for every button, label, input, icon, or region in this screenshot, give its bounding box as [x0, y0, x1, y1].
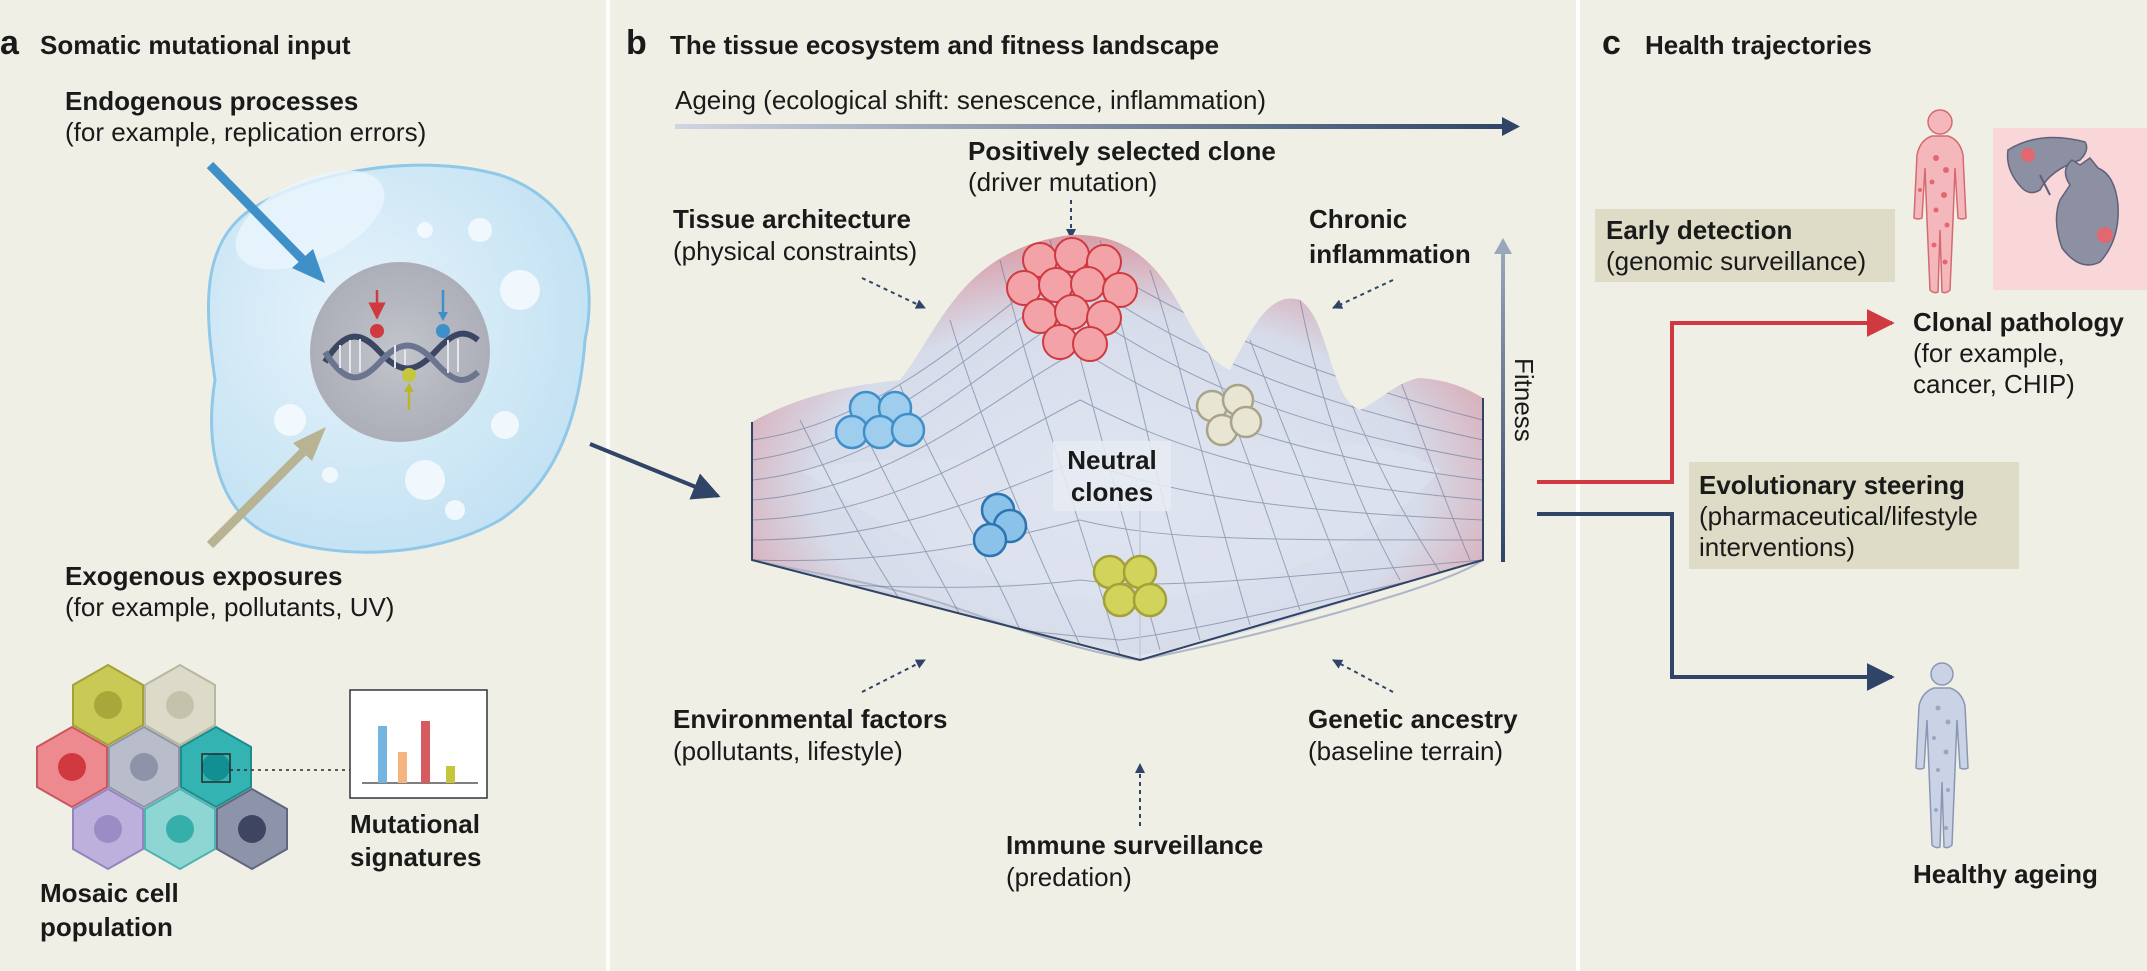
- neutral-clones-line-2: clones: [1071, 477, 1153, 507]
- exogenous-arrowhead: [293, 427, 326, 461]
- signature-bar-3: [421, 721, 430, 783]
- genetic-ancestry-subtitle: (baseline terrain): [1308, 736, 1503, 766]
- endogenous-subtitle: (for example, replication errors): [65, 117, 426, 147]
- evolutionary-steering-box: [1689, 462, 2019, 569]
- vesicle-1: [500, 270, 540, 310]
- blue-clone-cluster-center: [972, 492, 1028, 558]
- mosaic-line-2: population: [40, 912, 173, 942]
- panel-b-title: The tissue ecosystem and fitness landsca…: [670, 30, 1219, 60]
- tissue-architecture-title: Tissue architecture: [673, 204, 911, 234]
- genetic-ancestry-pointer: [1332, 659, 1394, 693]
- environmental-pointer: [861, 659, 926, 693]
- hex-cell-yellow: [72, 663, 144, 747]
- panel-a-title: Somatic mutational input: [40, 30, 351, 60]
- signatures-line-2: signatures: [350, 842, 482, 872]
- endogenous-title: Endogenous processes: [65, 86, 358, 116]
- tissue-architecture-subtitle: (physical constraints): [673, 236, 917, 266]
- healthy-ageing-label: Healthy ageing: [1913, 859, 2098, 889]
- evolutionary-steering-sub-1: (pharmaceutical/lifestyle: [1699, 501, 1978, 531]
- signature-bar-2: [398, 752, 407, 783]
- fitness-axis-arrowhead: [1494, 238, 1512, 254]
- hex-cell-red: [36, 725, 108, 809]
- tissue-architecture-pointer: [861, 277, 926, 309]
- clonal-pathology-sub-2: cancer, CHIP): [1913, 369, 2075, 399]
- chronic-inflammation-line-2: inflammation: [1309, 239, 1471, 269]
- signature-bar-1: [378, 726, 387, 783]
- clonal-pathology-sub-1: (for example,: [1913, 338, 2065, 368]
- ageing-arrowhead: [1502, 117, 1520, 136]
- mosaic-line-1: Mosaic cell: [40, 878, 179, 908]
- hex-cell-cyan: [144, 787, 216, 871]
- panel-a-letter: a: [0, 24, 20, 62]
- neutral-clones-label-bg: [1053, 441, 1171, 511]
- positive-clone-subtitle: (driver mutation): [968, 167, 1157, 197]
- chronic-inflammation-line-1: Chronic: [1309, 204, 1407, 234]
- signatures-line-1: Mutational: [350, 809, 480, 839]
- chronic-inflammation-pointer: [1332, 279, 1394, 309]
- nucleus: [310, 262, 490, 442]
- positive-clone-title: Positively selected clone: [968, 136, 1276, 166]
- hex-cell-cream: [144, 663, 216, 747]
- early-detection-title: Early detection: [1606, 215, 1792, 245]
- endogenous-arrow: [206, 161, 309, 266]
- cell-highlight: [235, 170, 385, 270]
- vesicle-6: [274, 404, 306, 436]
- clonal-pathology-title: Clonal pathology: [1913, 307, 2124, 337]
- red-pin-icon: [368, 290, 386, 338]
- vesicle-8: [445, 500, 465, 520]
- hex-cell-slate: [216, 787, 288, 871]
- exogenous-arrow: [206, 446, 309, 549]
- mosaic-cell-population: [36, 663, 288, 871]
- positive-clone-cluster: [1006, 237, 1138, 362]
- selected-cell-marker: [201, 753, 231, 783]
- exogenous-title: Exogenous exposures: [65, 561, 342, 591]
- panel-c-letter: c: [1602, 24, 1621, 62]
- hex-cell-grey: [108, 725, 180, 809]
- diseased-body-icon: [1913, 109, 1967, 294]
- healthy-body-icon: [1915, 662, 1969, 849]
- clonal-pathology-trajectory: [1537, 309, 1895, 484]
- vesicle-4: [491, 411, 519, 439]
- vesicle-2: [468, 218, 492, 242]
- neutral-clones-line-1: Neutral: [1067, 445, 1157, 475]
- environmental-subtitle: (pollutants, lifestyle): [673, 736, 903, 766]
- endogenous-arrowhead: [292, 249, 325, 283]
- yellow-pin-icon: [402, 368, 416, 410]
- yellow-clone-cluster: [1092, 554, 1168, 618]
- mutational-signatures-chart: [349, 689, 488, 799]
- blue-pin-icon: [436, 290, 450, 338]
- cream-clone-cluster: [1195, 383, 1263, 447]
- vesicle-3: [417, 222, 433, 238]
- exogenous-subtitle: (for example, pollutants, UV): [65, 592, 394, 622]
- fitness-label: Fitness: [1509, 358, 1539, 442]
- immune-surveillance-subtitle: (predation): [1006, 862, 1132, 892]
- panel-b-letter: b: [626, 24, 647, 62]
- signature-bar-4: [446, 766, 455, 783]
- dna-helix-icon: [322, 330, 481, 383]
- immune-surveillance-title: Immune surveillance: [1006, 830, 1263, 860]
- panel-c-title: Health trajectories: [1645, 30, 1872, 60]
- landscape-inner-basin: [800, 442, 1440, 600]
- blue-clone-cluster-left: [834, 390, 926, 450]
- fitness-axis-shaft: [1501, 252, 1505, 562]
- hex-cell-teal: [180, 725, 252, 809]
- early-detection-box: [1595, 209, 1895, 282]
- block-outline: [751, 398, 1484, 662]
- vesicle-5: [405, 460, 445, 500]
- genetic-ancestry-title: Genetic ancestry: [1308, 704, 1518, 734]
- early-detection-subtitle: (genomic surveillance): [1606, 246, 1866, 276]
- heart-icon: [2055, 156, 2119, 266]
- evolutionary-steering-title: Evolutionary steering: [1699, 470, 1965, 500]
- ageing-arrow-shaft: [675, 124, 1507, 129]
- healthy-ageing-trajectory: [1537, 512, 1895, 691]
- ageing-label: Ageing (ecological shift: senescence, in…: [675, 85, 1266, 115]
- input-to-landscape-arrow: [589, 442, 721, 500]
- vesicle-7: [322, 467, 338, 483]
- hex-cell-purple: [72, 787, 144, 871]
- fitness-landscape: [751, 234, 1484, 662]
- environmental-title: Environmental factors: [673, 704, 948, 734]
- evolutionary-steering-sub-2: interventions): [1699, 532, 1855, 562]
- liver-icon: [2006, 136, 2088, 196]
